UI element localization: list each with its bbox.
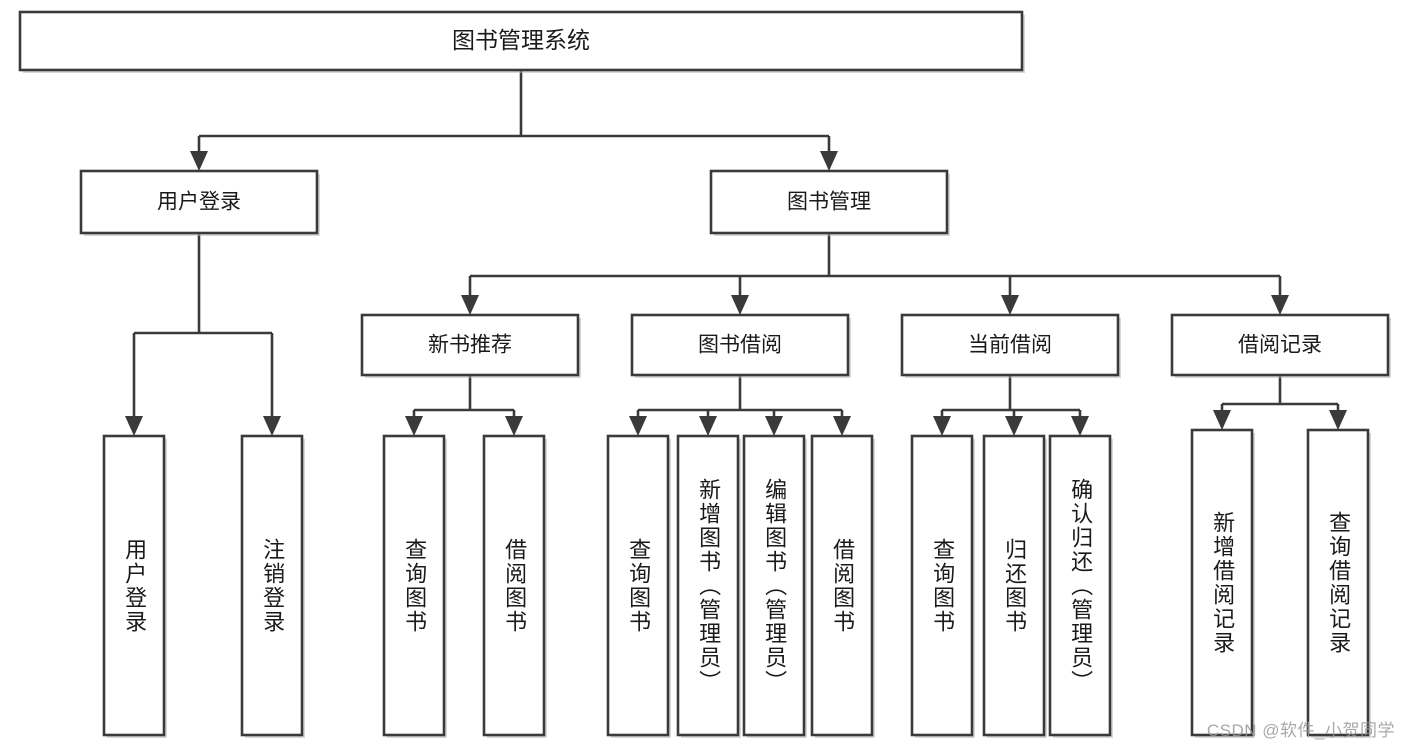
node-box [910,434,975,738]
node-label: 用户登录 [157,191,241,214]
node-label: 图书管理 [787,191,871,214]
node-box [18,10,1025,73]
node-box [676,434,741,738]
node-label: 当前借阅 [968,334,1052,357]
watermark-text: CSDN @软件_小贺同学 [1206,721,1395,740]
node-box [709,169,950,236]
node-box [1190,428,1255,738]
node-box [900,313,1121,378]
node-box [102,434,167,738]
node-box [982,434,1047,738]
node-box [606,434,671,738]
node-box [1048,434,1113,738]
node-box [382,434,447,738]
connectors-layer [125,70,1347,436]
node-box [742,434,807,738]
node-label: 图书管理系统 [452,27,590,53]
node-label: 图书借阅 [698,334,782,357]
node-box [1170,313,1391,378]
node-box [240,434,305,738]
node-box [79,169,320,236]
node-box [630,313,851,378]
node-box [810,434,875,738]
node-box [360,313,581,378]
node-box [482,434,547,738]
node-label: 借阅记录 [1238,334,1322,357]
node-box [1306,428,1371,738]
node-label: 新书推荐 [428,334,512,357]
